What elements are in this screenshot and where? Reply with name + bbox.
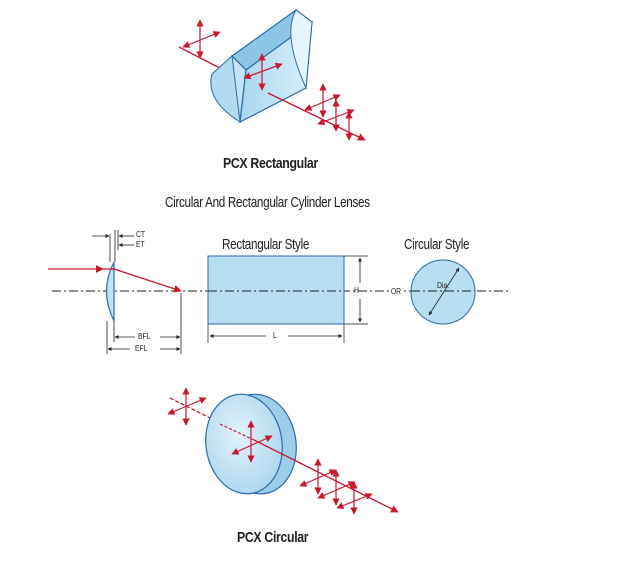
pcx-lens-profile: [105, 261, 115, 322]
pcx-circular-title: PCX Circular: [237, 529, 309, 546]
or-label: OR: [390, 287, 402, 296]
circular-style-label: Circular Style: [404, 236, 470, 253]
efl-label: EFL: [135, 344, 148, 353]
et-label: ET: [136, 240, 145, 249]
transmitted-ray: [267, 92, 366, 141]
pcx-circular-illustration: [167, 387, 399, 515]
length-label: L: [273, 331, 277, 340]
lens-cross-section: [48, 230, 508, 354]
pcx-rectangular-illustration: [178, 9, 366, 141]
internal-field-arrows-circ: [231, 420, 273, 463]
focused-ray: [113, 268, 182, 293]
incident-field-arrows: [182, 19, 221, 59]
incident-field-arrows-circ: [167, 387, 207, 426]
outgoing-field-arrows-circ: [299, 458, 373, 515]
circular-style-shape: [410, 259, 476, 325]
height-label: H: [354, 286, 359, 295]
diameter-label: Dia.: [437, 281, 450, 290]
pcx-rectangular-title: PCX Rectangular: [223, 155, 318, 172]
internal-field-arrows: [243, 53, 283, 91]
ct-label: CT: [136, 230, 146, 239]
rectangular-style-shape: [207, 255, 345, 325]
diagram-subtitle: Circular And Rectangular Cylinder Lenses: [165, 194, 370, 211]
outgoing-field-arrows: [304, 83, 355, 141]
rectangular-style-label: Rectangular Style: [222, 236, 310, 253]
bfl-label: BFL: [138, 332, 151, 341]
